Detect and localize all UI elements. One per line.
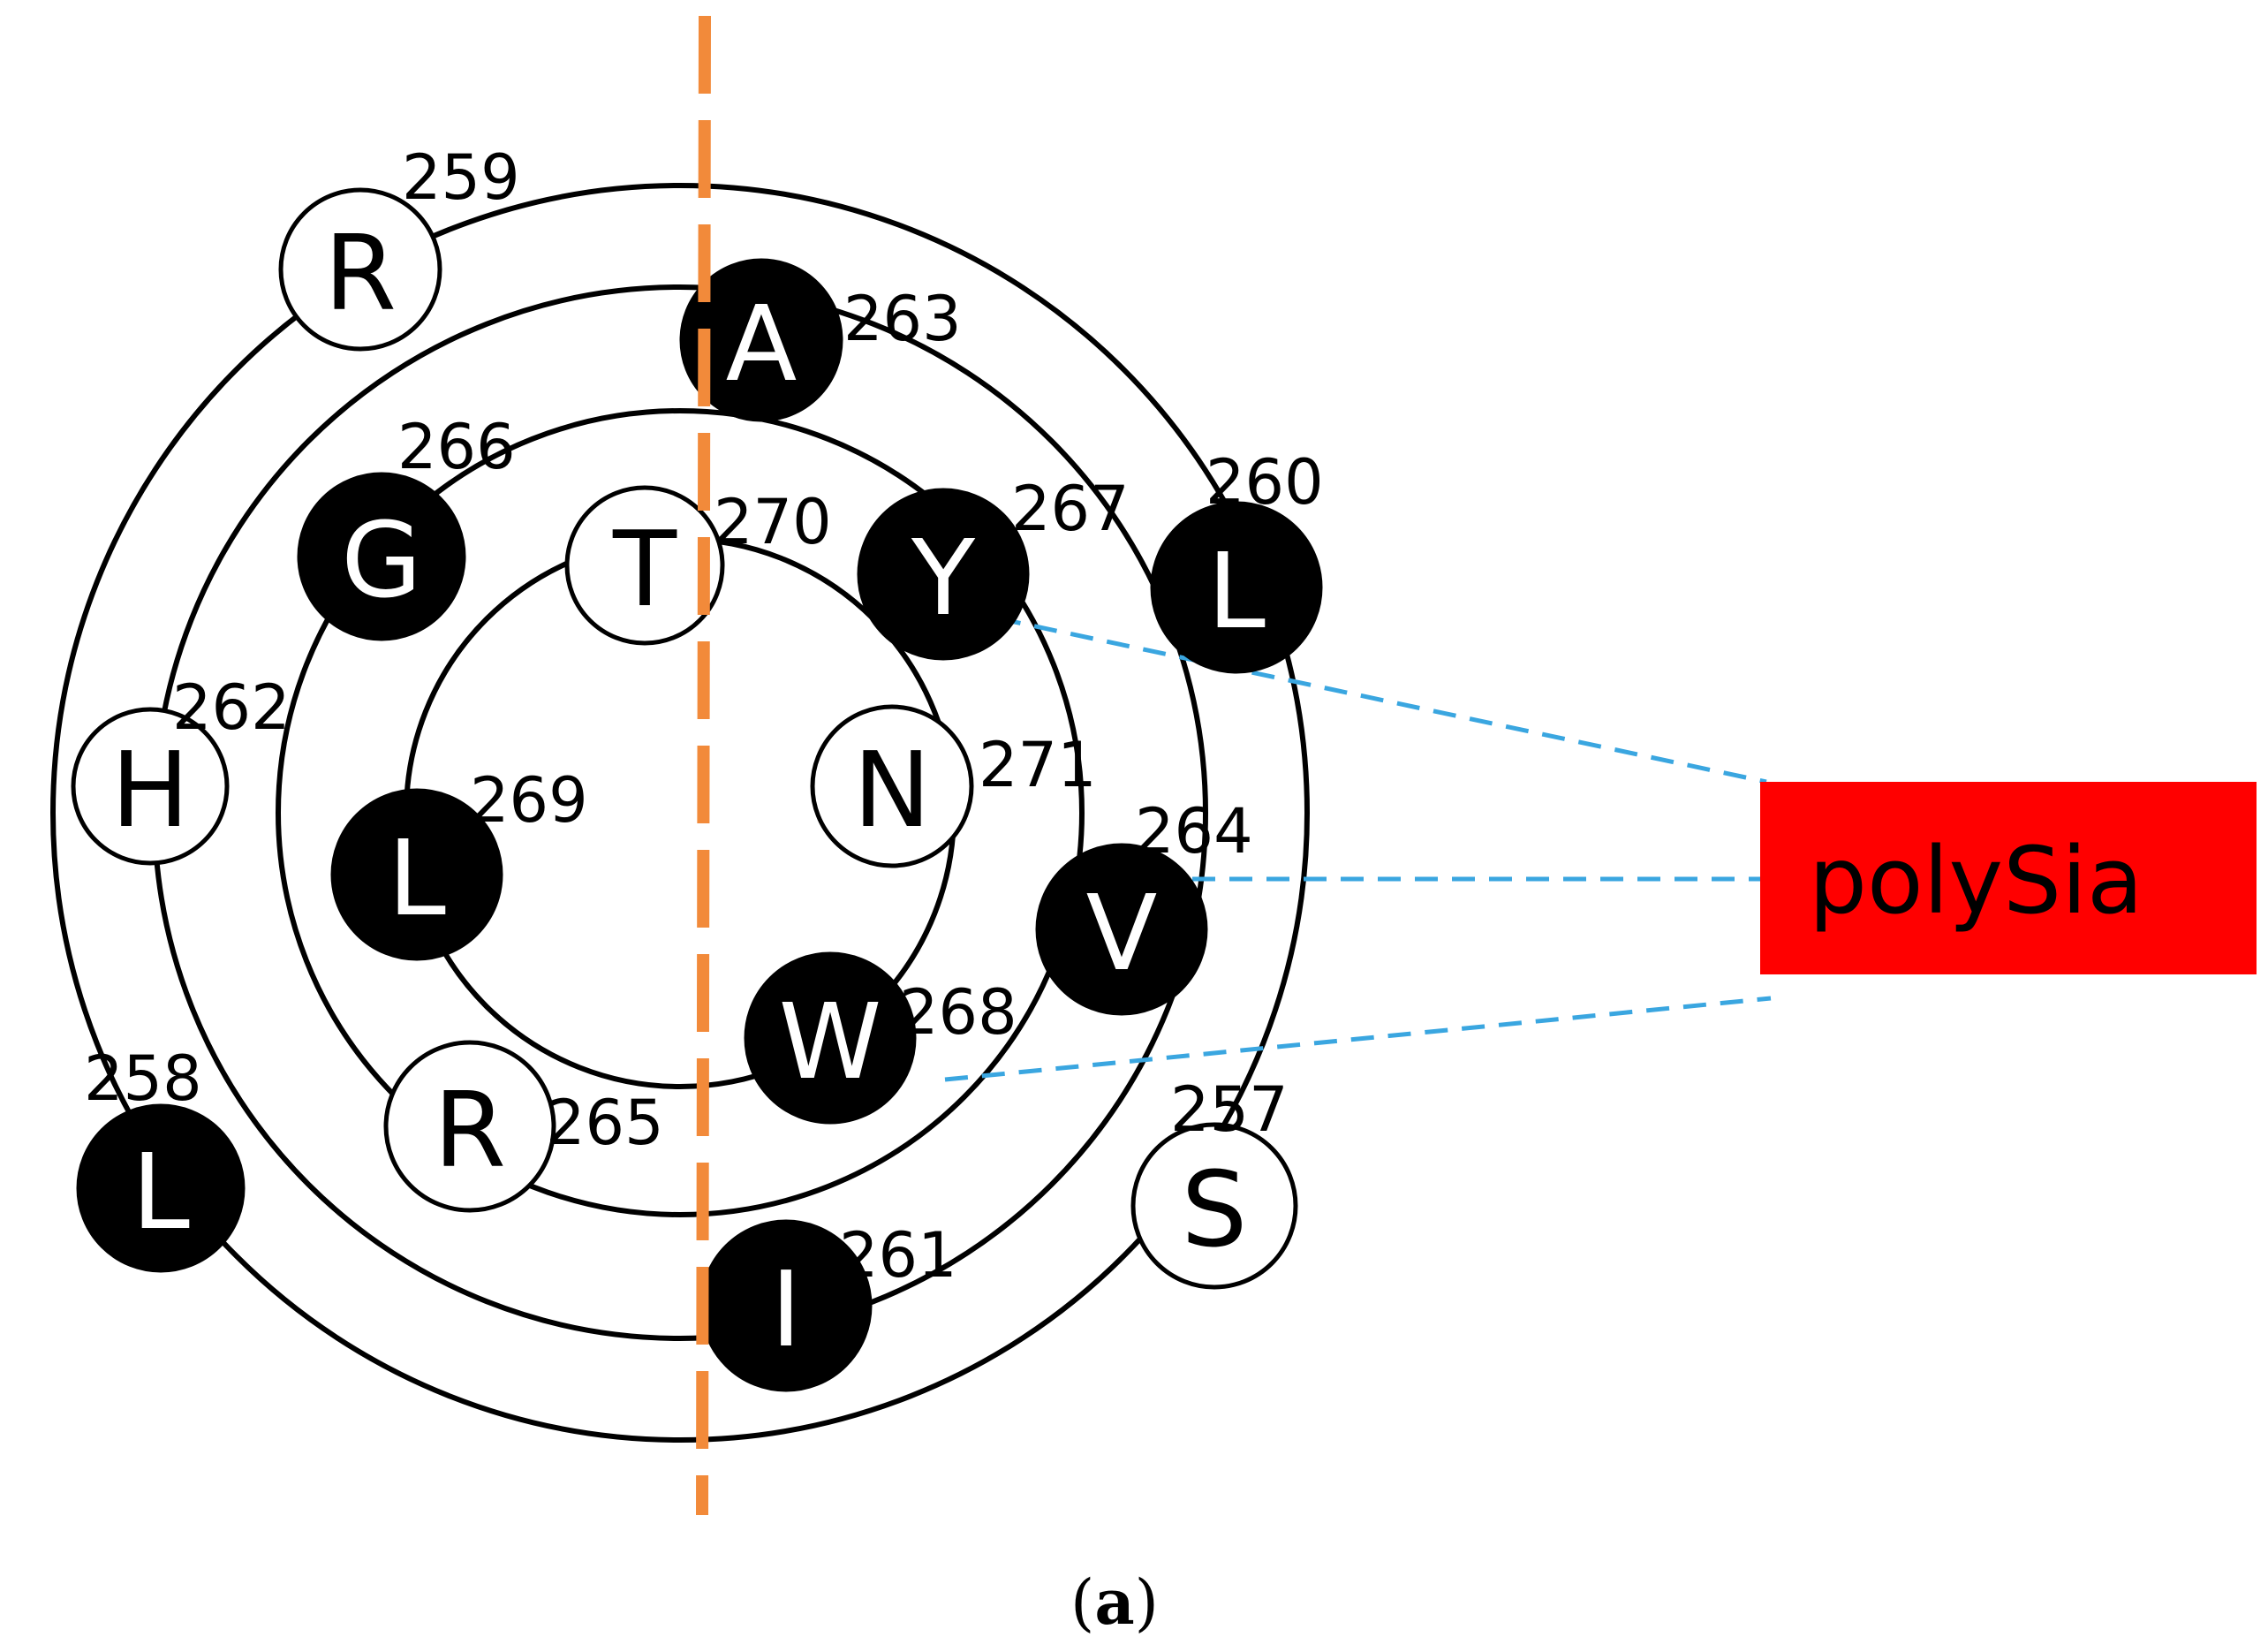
residue-letter: R	[324, 212, 397, 334]
residue-number: 259	[402, 141, 520, 214]
polysia-label: polySia	[1809, 827, 2143, 935]
residue-circle	[679, 258, 843, 422]
residue-letter: N	[853, 729, 931, 851]
residue-l269: L 269	[330, 764, 588, 961]
residue-letter: S	[1182, 1148, 1248, 1270]
link-line-y267	[997, 616, 1767, 784]
residue-circle	[810, 704, 974, 868]
residue-number: 262	[172, 671, 291, 744]
residue-number: 258	[84, 1042, 202, 1115]
third-ring	[276, 408, 1085, 1217]
residue-letter: A	[726, 283, 798, 405]
residue-number: 269	[470, 764, 588, 837]
residue-number: 267	[1011, 473, 1130, 545]
interaction-lines	[944, 616, 1772, 1082]
outer-ring	[50, 183, 1310, 1443]
residue-letter: Y	[911, 517, 976, 639]
residue-y267: Y 267	[857, 473, 1130, 661]
helix-rings	[50, 183, 1310, 1443]
residue-number: 266	[397, 411, 516, 483]
residue-a263: A 263	[679, 258, 962, 422]
residue-number: 271	[979, 729, 1097, 801]
residue-letter: L	[132, 1131, 190, 1253]
residue-letter: H	[111, 729, 190, 851]
residue-circle	[1035, 843, 1208, 1016]
figure-caption: (a)	[1070, 1565, 1159, 1639]
polysia-box-background	[1760, 782, 2257, 974]
residue-circle	[383, 1040, 556, 1213]
residue-letter: L	[1207, 530, 1266, 652]
polysia-box: polySia	[1760, 782, 2257, 974]
residue-l258: L 258	[76, 1042, 246, 1273]
residue-circle	[71, 707, 230, 866]
residue-circle	[1130, 1122, 1298, 1290]
residue-circle	[278, 187, 442, 352]
caption-close-paren: )	[1135, 1566, 1159, 1639]
second-ring	[152, 284, 1208, 1341]
residue-circle	[744, 951, 917, 1125]
residue-l260: L 260	[1150, 446, 1324, 674]
hydrophobic-axis-line	[696, 15, 711, 1516]
residue-letter: W	[779, 981, 882, 1103]
residue-n271: N 271	[810, 704, 1097, 868]
residue-circle	[857, 488, 1030, 661]
caption-open-paren: (	[1070, 1566, 1094, 1639]
residue-number: 268	[899, 976, 1017, 1049]
residue-letter: L	[388, 817, 446, 939]
residue-number: 263	[843, 283, 962, 355]
residue-letter: V	[1086, 872, 1158, 994]
residue-number: 257	[1170, 1073, 1289, 1146]
residue-letter: G	[341, 499, 421, 621]
residue-circle	[76, 1103, 246, 1273]
residue-circle	[297, 472, 466, 641]
residue-r265: R 265	[383, 1040, 664, 1213]
residue-letter: R	[434, 1069, 506, 1191]
link-line-w268	[944, 996, 1772, 1082]
residue-i261: I 261	[699, 1219, 957, 1392]
residue-number: 264	[1135, 795, 1253, 868]
residue-number: 270	[714, 486, 832, 558]
residue-number: 265	[546, 1087, 664, 1159]
residue-letter: T	[612, 508, 677, 630]
residue-letter: I	[771, 1248, 802, 1370]
residue-number: 261	[839, 1219, 957, 1292]
residue-circle	[564, 485, 725, 646]
residue-circle	[330, 788, 503, 961]
caption-letter: a	[1094, 1565, 1134, 1639]
residue-g266: G 266	[297, 411, 516, 641]
residue-circle	[1150, 501, 1323, 674]
residue-number: 260	[1206, 446, 1324, 519]
residue-t270: T 270	[564, 485, 832, 646]
